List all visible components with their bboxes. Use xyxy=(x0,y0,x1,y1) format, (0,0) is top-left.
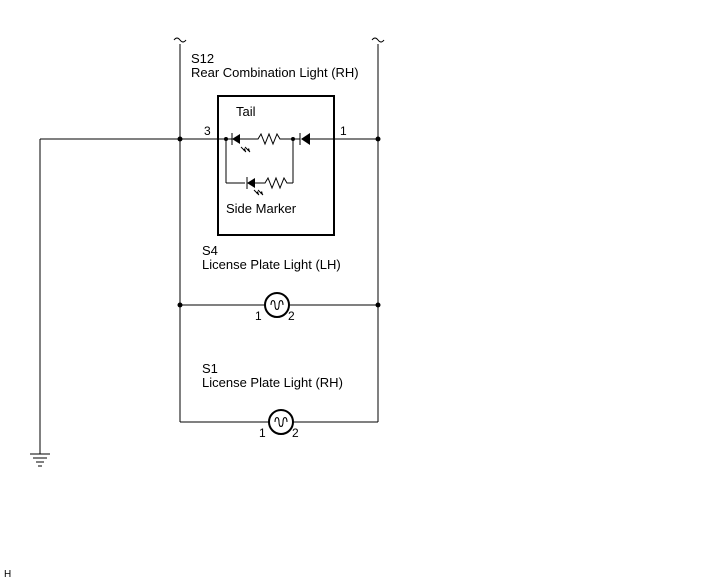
s12-pin-left: 3 xyxy=(204,124,211,138)
s4-pin-left: 1 xyxy=(255,309,262,323)
junction-dot xyxy=(375,302,381,308)
junction-dot xyxy=(177,302,183,308)
s12-connector-code: S12 xyxy=(191,51,214,66)
harness-wires xyxy=(39,37,385,454)
side-marker-label: Side Marker xyxy=(226,201,297,216)
s4-pin-right: 2 xyxy=(288,309,295,323)
s4-connector-code: S4 xyxy=(202,243,218,258)
wire-break-mark-left xyxy=(173,37,187,43)
s1-component-name: License Plate Light (RH) xyxy=(202,375,343,390)
tail-label: Tail xyxy=(236,104,256,119)
wire-break-mark-right xyxy=(371,37,385,43)
junction-dot xyxy=(375,136,381,142)
s12-component-name: Rear Combination Light (RH) xyxy=(191,65,359,80)
side-marker-resistor-icon xyxy=(255,176,293,190)
s12-pin-right: 1 xyxy=(340,124,347,138)
tail-led-icon xyxy=(231,133,251,153)
corner-mark: H xyxy=(4,569,11,580)
s1-pin-left: 1 xyxy=(259,426,266,440)
diode-icon xyxy=(293,133,334,145)
license-plate-bulb-rh-icon xyxy=(268,409,294,435)
rear-combination-light-box: Tail Side Marker xyxy=(217,95,335,236)
junction-dot xyxy=(177,136,183,142)
side-marker-led-icon xyxy=(246,177,264,196)
tail-resistor-icon xyxy=(240,132,293,146)
ground-icon xyxy=(30,453,50,467)
junction-dots xyxy=(177,136,381,308)
s1-connector-code: S1 xyxy=(202,361,218,376)
s1-pin-right: 2 xyxy=(292,426,299,440)
s4-component-name: License Plate Light (LH) xyxy=(202,257,341,272)
license-plate-bulb-lh-icon xyxy=(264,292,290,318)
